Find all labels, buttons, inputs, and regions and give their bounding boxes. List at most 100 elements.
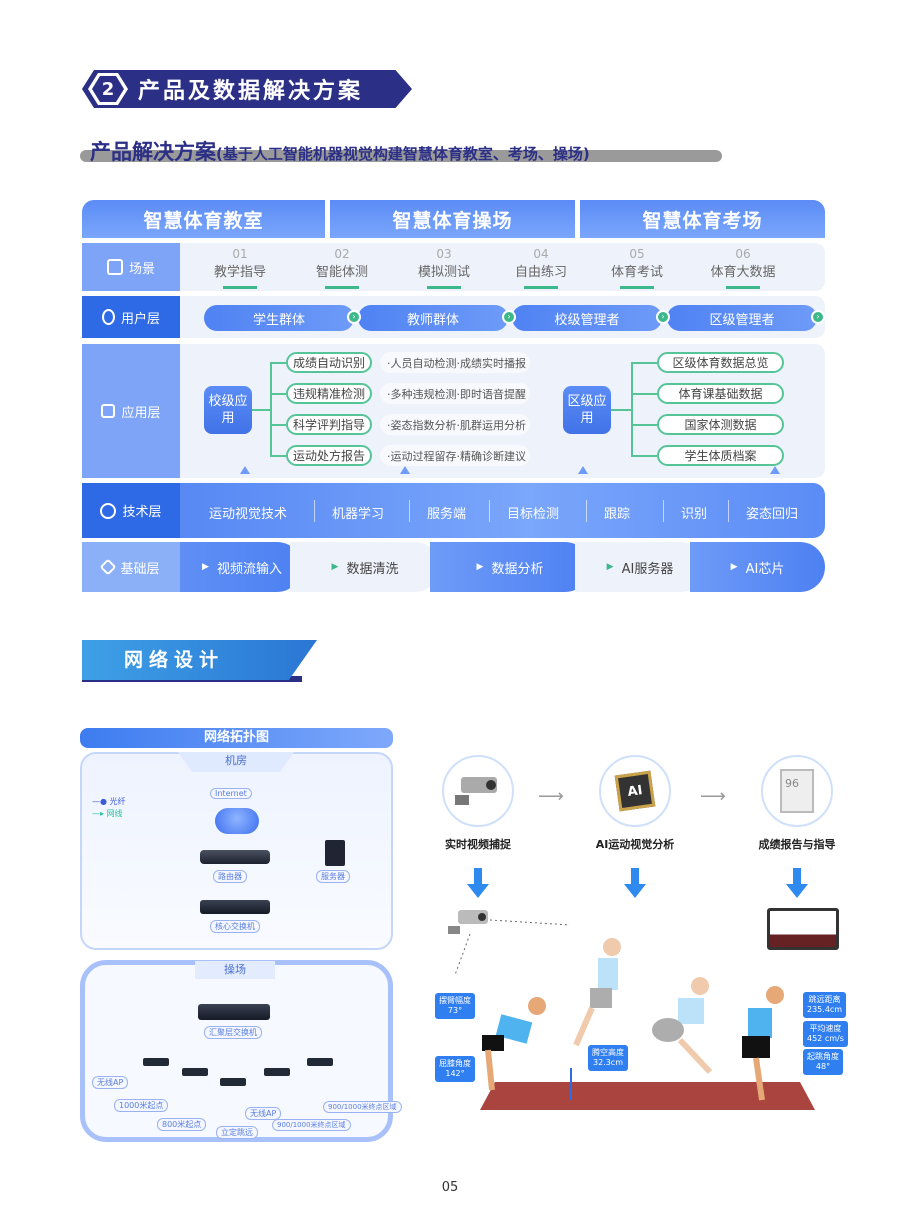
scene-underline	[427, 286, 461, 289]
scene-underline	[223, 286, 257, 289]
scene-item: 05 体育考试	[587, 248, 687, 289]
scene-number: 02	[334, 247, 350, 261]
connector	[611, 409, 631, 411]
base-item: ▶数据清洗	[290, 542, 440, 592]
play-icon: ▶	[730, 562, 738, 572]
server-icon	[325, 840, 345, 866]
scene-title: 体育大数据	[710, 265, 776, 280]
server-label: 服务器	[316, 870, 350, 883]
label-text: 技术层	[122, 505, 162, 520]
node-label: 立定跳远	[216, 1126, 258, 1139]
divider	[409, 500, 410, 522]
user-icon	[101, 309, 115, 325]
base-item-label: 数据清洗	[346, 561, 399, 577]
chevron-icon: ›	[502, 310, 516, 324]
scene-underline	[325, 286, 359, 289]
connector	[270, 362, 272, 457]
scene-number: 03	[436, 247, 452, 261]
core-switch-label: 核心交换机	[210, 920, 260, 933]
district-app-item: 区级体育数据总览	[657, 352, 784, 373]
scene-title: 自由练习	[514, 265, 567, 280]
flow-step: 实时视频捕捉	[445, 838, 511, 851]
base-item-label: AI芯片	[745, 561, 785, 577]
tech-item: 识别	[681, 507, 708, 522]
node-label: 800米起点	[157, 1118, 207, 1131]
tech-label: 技术层	[82, 483, 180, 538]
window-icon	[106, 259, 123, 275]
scene-number: 05	[629, 247, 645, 261]
user-pill: 区级管理者	[667, 305, 817, 331]
subtitle: 产品解决方案(基于人工智能机器视觉构建智慧体育教室、考场、操场)	[90, 136, 590, 166]
district-app-item: 国家体测数据	[657, 414, 784, 435]
right-arrow-icon: ⟶	[538, 786, 564, 807]
apps-icon	[101, 404, 116, 418]
label-text: 用户层	[120, 311, 160, 327]
metric-key: 平均速度	[809, 1024, 842, 1033]
switch-icon	[264, 1068, 290, 1076]
scene-title: 智能体测	[315, 265, 368, 280]
subtitle-underline	[80, 150, 722, 162]
play-icon: ▶	[606, 562, 614, 572]
tech-item: 服务端	[427, 507, 467, 522]
up-arrow-icon	[578, 466, 588, 474]
connector	[272, 455, 286, 457]
school-app-box: 校级应用	[204, 386, 252, 434]
up-arrow-icon	[400, 466, 410, 474]
base-item-label: 视频流输入	[216, 561, 282, 577]
legend-text: 网线	[106, 809, 123, 818]
camera-icon	[442, 755, 514, 827]
label-text: 应用层	[121, 405, 161, 421]
connector	[633, 424, 657, 426]
node-label: 900/1000米终点区域	[323, 1101, 402, 1113]
legend-cable: —▸ 网线	[92, 809, 123, 818]
play-icon: ▶	[476, 562, 484, 572]
tech-item: 姿态回归	[746, 507, 799, 522]
page-number: 05	[441, 1180, 459, 1195]
core-switch-icon	[200, 900, 270, 914]
report-screen-icon	[767, 908, 839, 950]
metric-value: 48°	[815, 1062, 831, 1071]
play-icon: ▶	[202, 562, 209, 572]
metric-key: 屈膝角度	[439, 1059, 471, 1068]
column-classroom: 智慧体育教室	[82, 200, 325, 238]
running-track	[480, 1082, 815, 1110]
connector	[272, 362, 286, 364]
school-app-detail: ·人员自动检测·成绩实时播报	[380, 352, 530, 373]
legend-text: 光纤	[109, 797, 126, 806]
label-text: 场景	[128, 261, 155, 277]
scene-title: 模拟测试	[417, 265, 470, 280]
ai-chip-icon: AI	[599, 755, 671, 827]
school-app-item: 运动处方报告	[286, 445, 372, 466]
metric-value: 142°	[445, 1069, 465, 1078]
subtitle-detail: (基于人工智能机器视觉构建智慧体育教室、考场、操场)	[216, 145, 590, 163]
tech-item: 运动视觉技术	[209, 507, 288, 522]
agg-switch-label: 汇聚层交换机	[204, 1026, 262, 1039]
right-arrow-icon: ⟶	[700, 786, 726, 807]
down-arrow-icon	[467, 868, 489, 898]
tech-item: 目标检测	[507, 507, 560, 522]
school-app-detail: ·姿态指数分析·肌群运用分析	[380, 414, 530, 435]
label-text: 基础层	[120, 561, 160, 577]
district-app-item: 体育课基础数据	[657, 383, 784, 404]
atom-icon	[100, 502, 117, 519]
base-label: 基础层	[82, 542, 180, 592]
scene-item: 02 智能体测	[292, 248, 392, 289]
report-icon: 96	[761, 755, 833, 827]
metric-key: 腾空高度	[592, 1048, 624, 1057]
scene-title: 体育考试	[610, 265, 663, 280]
topo-title: 网络拓扑图	[80, 728, 393, 748]
base-item-label: 数据分析	[491, 561, 544, 577]
switch-icon	[220, 1078, 246, 1086]
aggregation-switch-icon	[198, 1004, 270, 1020]
up-arrow-icon	[240, 466, 250, 474]
school-app-detail: ·多种违规检测·即时语音提醒	[380, 383, 530, 404]
section-number: 2	[92, 76, 124, 102]
